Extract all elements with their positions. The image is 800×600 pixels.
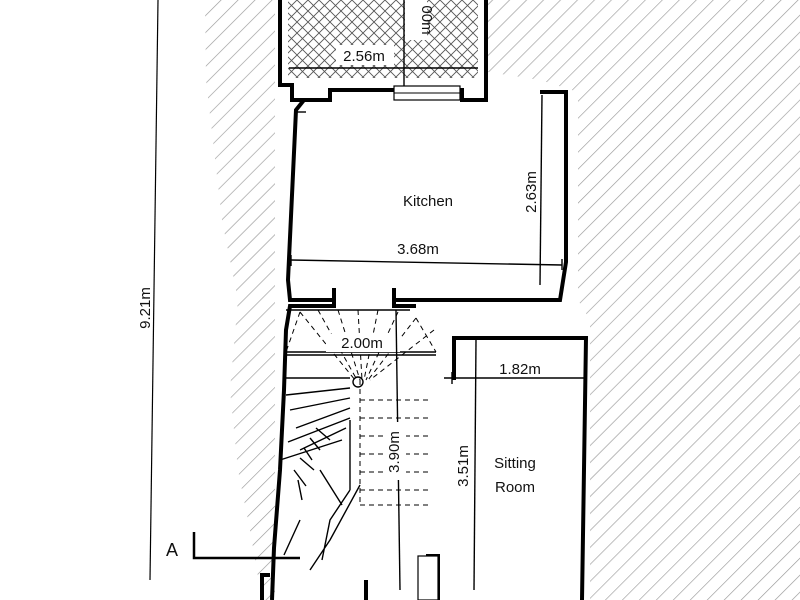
sitting-room-depth-line [473, 339, 477, 591]
sitting-room-label-line2: Room [495, 479, 535, 496]
section-marker: A [166, 532, 300, 560]
kitchen-width-label: 3.68m [397, 241, 439, 258]
staircase-walls [270, 288, 336, 600]
sitting-room: 1.82m 3.51m Sitting Room [260, 336, 589, 600]
top-room-cross-hatch [288, 0, 478, 78]
kitchen-depth-line [539, 94, 543, 286]
section-marker-arrow [192, 532, 300, 560]
kitchen: 2.63m 3.68m Kitchen [285, 90, 568, 302]
overall-dimension-label: 9.21m [137, 287, 154, 329]
staircase-width-label: 2.00m [341, 335, 383, 352]
stair-lower-steps [279, 377, 361, 571]
neighbour-hatch-left [205, 0, 275, 600]
kitchen-depth-label: 2.63m [523, 171, 540, 213]
sitting-room-walls [452, 336, 589, 600]
section-marker-label: A [166, 540, 178, 560]
top-room-walls [278, 0, 488, 102]
staircase: 2.00m 3.90m [270, 288, 437, 600]
top-room-height-label: 00m [418, 5, 435, 34]
kitchen-label: Kitchen [403, 193, 453, 210]
kitchen-width-line [290, 259, 563, 266]
staircase-length-label: 3.90m [386, 431, 403, 473]
sitting-room-label-line1: Sitting [494, 455, 536, 472]
sitting-room-depth-label: 3.51m [455, 445, 472, 487]
top-room-width-label: 2.56m [343, 48, 385, 65]
overall-dimension-line [149, 0, 159, 581]
sitting-room-width-label: 1.82m [499, 361, 541, 378]
neighbour-hatch-right [488, 0, 800, 600]
top-room: 2.56m 00m [278, 0, 488, 102]
